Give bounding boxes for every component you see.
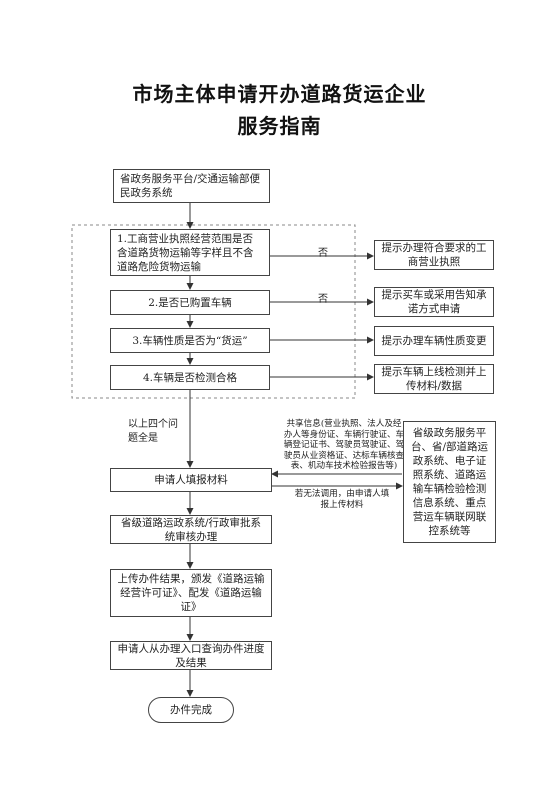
condition-box-4: 4.车辆是否检测合格 <box>110 365 270 390</box>
applicant-fill-text: 申请人填报材料 <box>154 474 228 486</box>
hint-box-1: 提示办理符合要求的工商营业执照 <box>374 240 494 270</box>
page-subtitle: 服务指南 <box>237 114 322 138</box>
query-progress-box: 申请人从办理入口查询办件进度及结果 <box>110 641 272 670</box>
hint-box-2: 提示买车或采用告知承诺方式申请 <box>374 287 494 317</box>
condition-3-text: 3.车辆性质是否为“货运” <box>132 334 248 347</box>
query-progress-text: 申请人从办理入口查询办件进度及结果 <box>117 642 265 669</box>
condition-box-3: 3.车辆性质是否为“货运” <box>110 328 270 353</box>
page-title: 市场主体申请开办道路货运企业 <box>132 82 427 106</box>
no-label-1: 否 <box>318 248 328 259</box>
condition-4-text: 4.车辆是否检测合格 <box>142 371 238 384</box>
upload-result-box: 上传办件结果，颁发《道路运输经营许可证》、配发《道路运输证》 <box>110 569 272 617</box>
no-label-2: 否 <box>318 294 328 305</box>
review-box: 省级道路运政系统/行政审批系统审核办理 <box>110 515 272 544</box>
shared-info-label: 共享信息(营业执照、法人及经办人等身份证、车辆行驶证、车辆登记证书、驾驶员驾驶证… <box>283 419 405 471</box>
condition-box-2: 2.是否已购置车辆 <box>110 290 270 315</box>
finish-text: 办件完成 <box>170 704 212 716</box>
review-text: 省级道路运政系统/行政审批系统审核办理 <box>120 516 262 543</box>
condition-box-1: 1.工商营业执照经营范围是否含道路货物运输等字样且不含道路危险货物运输 <box>110 229 270 276</box>
upload-result-text: 上传办件结果，颁发《道路运输经营许可证》、配发《道路运输证》 <box>117 573 265 613</box>
hint-3-text: 提示办理车辆性质变更 <box>381 335 487 347</box>
fallback-label: 若无法调用，由申请人填报上传材料 <box>294 489 390 510</box>
hint-box-3: 提示办理车辆性质变更 <box>374 326 494 356</box>
hint-1-text: 提示办理符合要求的工商营业执照 <box>381 242 487 268</box>
condition-2-text: 2.是否已购置车辆 <box>148 296 232 309</box>
condition-1-text: 1.工商营业执照经营范围是否含道路货物运输等字样且不含道路危险货物运输 <box>117 232 254 273</box>
applicant-fill-box: 申请人填报材料 <box>110 468 272 492</box>
start-platform-box: 省政务服务平台/交通运输部便民政务系统 <box>113 169 270 203</box>
systems-box: 省级政务服务平台、省/部道路运政系统、电子证照系统、道路运输车辆检验检测信息系统… <box>403 421 496 543</box>
systems-text: 省级政务服务平台、省/部道路运政系统、电子证照系统、道路运输车辆检验检测信息系统… <box>410 427 489 537</box>
start-platform-text: 省政务服务平台/交通运输部便民政务系统 <box>120 173 261 199</box>
hint-4-text: 提示车辆上线检测并上传材料/数据 <box>381 366 487 392</box>
hint-2-text: 提示买车或采用告知承诺方式申请 <box>381 289 487 315</box>
finish-terminal: 办件完成 <box>148 697 234 723</box>
all-yes-label: 以上四个问题全是 <box>128 419 178 444</box>
hint-box-4: 提示车辆上线检测并上传材料/数据 <box>374 364 494 394</box>
